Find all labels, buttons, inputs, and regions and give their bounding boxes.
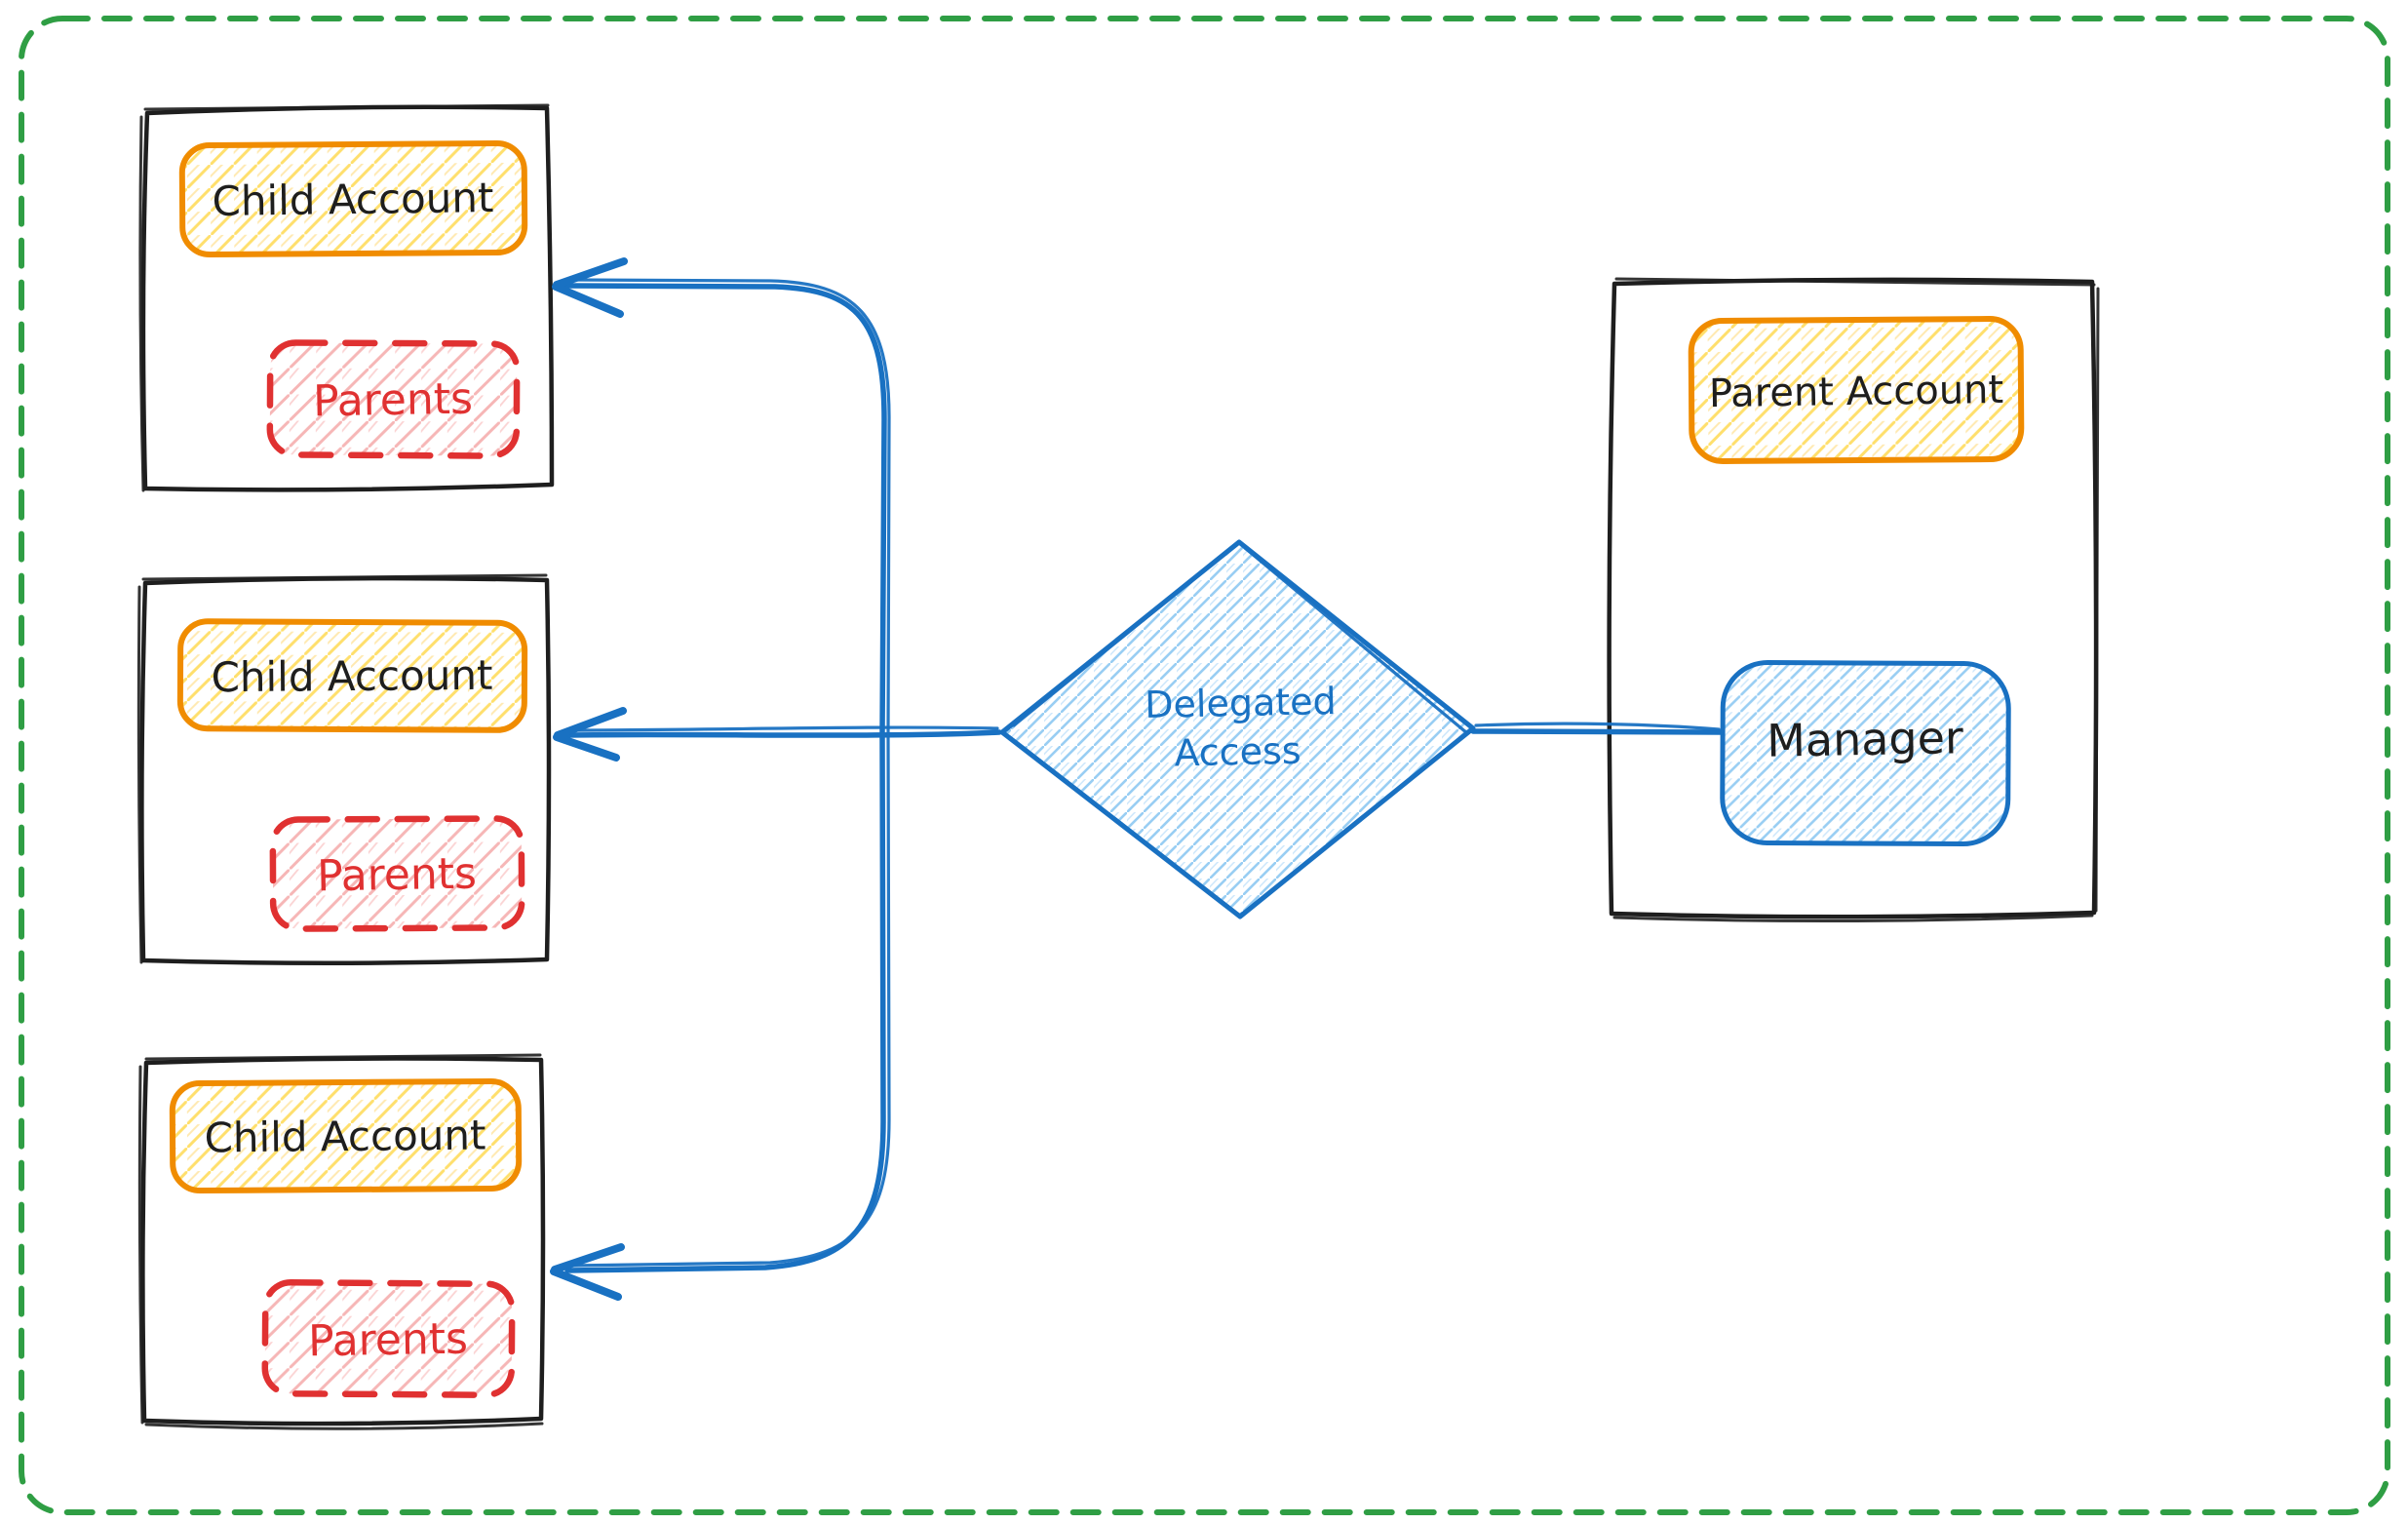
parents-label-box-2 — [269, 815, 525, 932]
child-account-label-box-3 — [169, 1077, 523, 1194]
child-account-box-2-sketch-accent — [136, 573, 548, 964]
arrow-to-child-1-arrowhead — [552, 257, 628, 318]
parents-label-3: Parents — [308, 1314, 469, 1367]
arrow-to-child-3-sketch — [569, 732, 891, 1268]
child-account-box-2-outline — [139, 575, 552, 966]
connector-diamond-to-manager-line — [1470, 728, 1724, 735]
connector-diamond-to-manager-sketch — [1474, 722, 1721, 731]
delegated-access-diamond-sketch-accent — [1008, 544, 1469, 915]
parent-account-label-box — [1688, 316, 2025, 464]
arrow-to-child-1 — [552, 257, 891, 737]
child-account-box-3-outline — [140, 1056, 546, 1426]
connector-diamond-to-manager — [1470, 722, 1724, 735]
child-account-title-3: Child Account — [204, 1111, 485, 1161]
child-account-title-1: Child Account — [212, 174, 494, 225]
arrow-to-child-2 — [553, 707, 1002, 762]
parent-account-title: Parent Account — [1709, 368, 2004, 416]
parents-label-1: Parents — [313, 374, 474, 427]
canvas-dashed-border — [19, 16, 2390, 1515]
parent-account-box-outline — [1607, 277, 2099, 919]
delegated-access-label-line1: Delegated — [1145, 680, 1337, 726]
child-account-node-3: Child Account Parents — [137, 1053, 546, 1430]
delegated-access-diamond-shape — [999, 539, 1476, 919]
parents-label-box-3 — [261, 1279, 516, 1398]
manager-box — [1720, 659, 2011, 847]
child-account-node-1: Child Account Parents — [138, 103, 555, 492]
parents-label-2: Parents — [317, 849, 478, 902]
manager-label: Manager — [1767, 711, 1964, 767]
arrow-to-child-2-sketch — [563, 725, 999, 732]
arrow-to-child-3 — [550, 731, 891, 1301]
arrow-to-child-3-line — [564, 731, 886, 1273]
arrow-to-child-1-line — [563, 283, 887, 737]
parent-account-node: Parent Account Manager — [1607, 277, 2100, 923]
child-account-label-box-1 — [178, 139, 528, 258]
child-account-box-1-sketch-accent — [138, 103, 550, 492]
arrow-to-child-2-arrowhead — [553, 707, 627, 762]
arrow-to-child-1-sketch — [567, 278, 891, 736]
child-account-label-box-2 — [176, 618, 528, 733]
child-account-title-2: Child Account — [211, 651, 492, 702]
arrow-to-child-3-arrowhead — [550, 1243, 625, 1301]
delegated-access-diamond: Delegated Access — [999, 539, 1476, 919]
delegated-access-label-line2: Access — [1174, 729, 1301, 775]
arrow-to-child-2-line — [557, 729, 1002, 738]
child-account-box-3-sketch-accent — [137, 1053, 544, 1430]
parent-account-box-sketch-accent — [1612, 277, 2100, 923]
parents-label-box-1 — [266, 339, 521, 459]
child-account-node-2: Child Account Parents — [136, 573, 552, 966]
